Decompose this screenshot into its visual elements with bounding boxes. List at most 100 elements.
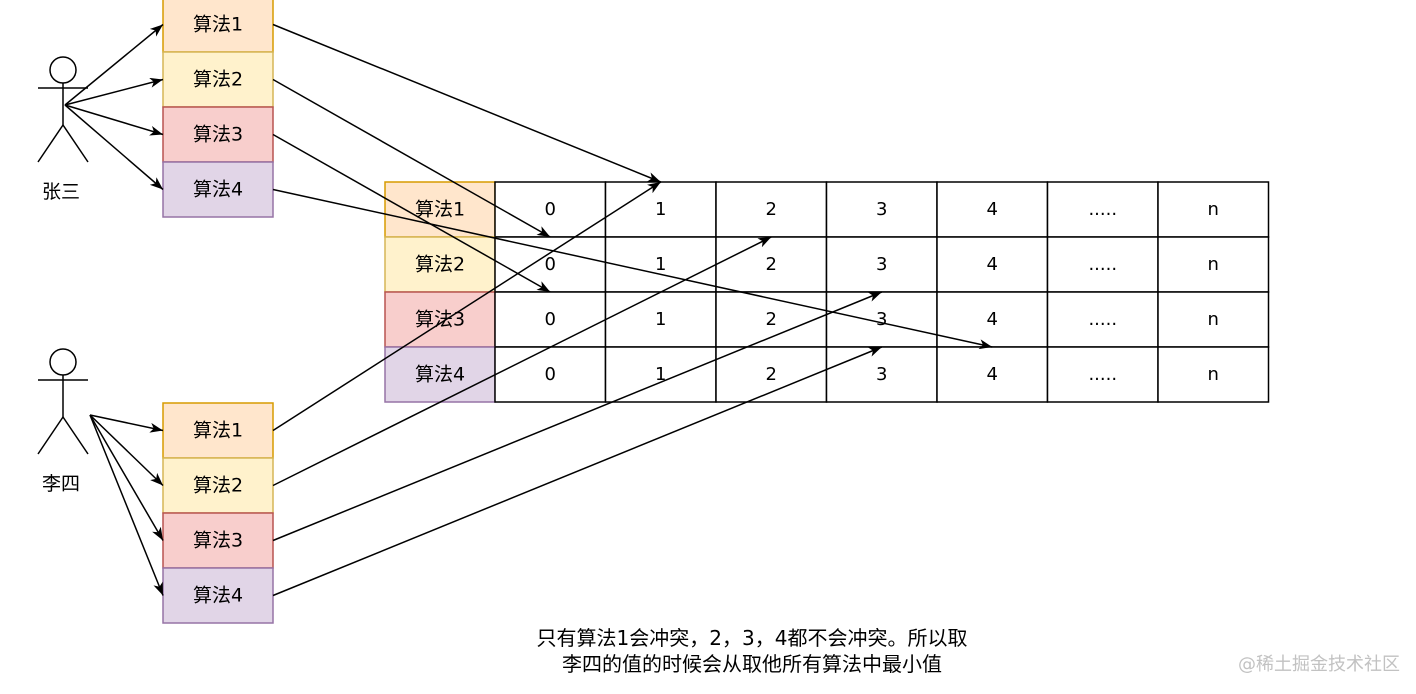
- algorithm-box-label: 算法4: [193, 179, 243, 201]
- algorithm-to-slot-arrow: [272, 236, 772, 487]
- person-to-algorithm-arrow: [89, 414, 164, 433]
- watermark: @稀土掘金技术社区: [1238, 654, 1400, 675]
- stick-figure-icon: [37, 348, 89, 455]
- table-cell: [1157, 181, 1270, 238]
- algorithm-box-label: 算法2: [193, 475, 243, 497]
- table-cell-value: 0: [545, 364, 556, 385]
- algorithm-box-shape: [162, 512, 274, 569]
- algorithm-box-shape: [162, 106, 274, 163]
- person-right-leg: [62, 124, 89, 163]
- table-cell-value: n: [1208, 364, 1219, 385]
- caption-line-1: 只有算法1会冲突，2，3，4都不会冲突。所以取: [537, 626, 968, 650]
- algorithm-to-slot-arrow: [272, 78, 551, 238]
- table-cell: [715, 236, 828, 293]
- stick-figure-icon: [37, 56, 89, 163]
- table-cell-value: 1: [655, 309, 666, 330]
- table-cell-value: 3: [876, 199, 887, 220]
- table-cell-value: .....: [1088, 309, 1117, 330]
- table-cell-value: 2: [766, 309, 777, 330]
- person-left-leg: [37, 416, 64, 455]
- table-cell-value: 0: [545, 199, 556, 220]
- table-cell-value: 0: [545, 309, 556, 330]
- table-row-label: 算法3: [415, 309, 465, 331]
- table-cell-value: n: [1208, 309, 1219, 330]
- table-cell-value: .....: [1088, 199, 1117, 220]
- algorithm-box: 算法3: [162, 106, 274, 163]
- table-cell: [1157, 236, 1270, 293]
- algorithm-to-slot-arrow: [272, 291, 883, 542]
- person-to-algorithm-arrow: [89, 414, 164, 541]
- person-to-algorithm-arrow: [64, 77, 164, 106]
- person-2: 李四 算法1 算法2 算法3 算法4: [37, 348, 274, 624]
- table-cell-value: 2: [766, 199, 777, 220]
- table-cell-value: 3: [876, 364, 887, 385]
- algorithm-box-label: 算法2: [193, 69, 243, 91]
- algorithm-to-slot-arrow: [272, 23, 662, 183]
- table-cell-value: 4: [987, 199, 998, 220]
- algorithm-to-slot-arrow: [272, 133, 551, 293]
- algorithm-box: 算法2: [162, 51, 274, 108]
- table-row-label: 算法2: [415, 254, 465, 276]
- table-cell-value: 4: [987, 364, 998, 385]
- table-cell: [604, 181, 717, 238]
- algorithm-box-label: 算法3: [193, 530, 243, 552]
- algorithm-box-shape: [162, 51, 274, 108]
- algorithm-box-label: 算法1: [193, 420, 243, 442]
- table-cell-value: .....: [1088, 364, 1117, 385]
- table-cell: [1046, 346, 1159, 403]
- algorithm-box: 算法2: [162, 457, 274, 514]
- algorithm-box: 算法4: [162, 567, 274, 624]
- person-to-algorithm-arrow: [89, 414, 164, 596]
- algorithm-box-shape: [162, 457, 274, 514]
- person-1: 张三 算法1 算法2 算法3 算法4: [37, 0, 274, 218]
- table-cell-value: 2: [766, 364, 777, 385]
- algorithm-box: 算法3: [162, 512, 274, 569]
- algorithm-to-slot-arrow: [272, 188, 993, 350]
- table-cell-value: 1: [655, 199, 666, 220]
- algorithm-box-shape: [162, 161, 274, 218]
- person-to-algorithm-arrow: [64, 104, 164, 136]
- algorithm-box-label: 算法1: [193, 14, 243, 36]
- person-to-algorithm-arrow: [64, 23, 164, 106]
- table-row-label-cell: [384, 236, 496, 293]
- table-cell-value: 4: [987, 309, 998, 330]
- table-cell-value: 4: [987, 254, 998, 275]
- table-cell-value: 3: [876, 309, 887, 330]
- table-cell-value: 1: [655, 254, 666, 275]
- table-row: 算法3 0 1 2 3 4..... n: [384, 291, 1270, 348]
- table-cell: [825, 291, 938, 348]
- algorithm-box-label: 算法4: [193, 585, 243, 607]
- person-head: [49, 56, 77, 84]
- caption-line-2: 李四的值的时候会从取他所有算法中最小值: [562, 652, 942, 676]
- table-cell: [1157, 346, 1270, 403]
- table-row-label-cell: [384, 181, 496, 238]
- table-cell: [494, 291, 607, 348]
- table-cell: [604, 346, 717, 403]
- person-right-leg: [62, 416, 89, 455]
- person-name: 张三: [42, 181, 80, 203]
- algorithm-box: 算法4: [162, 161, 274, 218]
- table-row-label: 算法4: [415, 364, 465, 386]
- mapping-arrows: [272, 23, 993, 597]
- person-to-algorithm-arrow: [89, 414, 164, 487]
- person-name: 李四: [42, 473, 80, 495]
- table-cell-value: n: [1208, 254, 1219, 275]
- person-to-algorithm-arrow: [64, 104, 164, 191]
- algorithm-box: 算法1: [162, 402, 274, 459]
- table-row: 算法4 0 1 2 3 4..... n: [384, 346, 1270, 403]
- table-cell-value: .....: [1088, 254, 1117, 275]
- table-cell: [825, 181, 938, 238]
- table-cell-value: 1: [655, 364, 666, 385]
- table-cell-value: 3: [876, 254, 887, 275]
- person-head: [49, 348, 77, 376]
- table-cell: [1046, 291, 1159, 348]
- person-left-leg: [37, 124, 64, 163]
- table-cell: [715, 181, 828, 238]
- algorithm-to-slot-arrow: [272, 181, 662, 432]
- table-cell-value: n: [1208, 199, 1219, 220]
